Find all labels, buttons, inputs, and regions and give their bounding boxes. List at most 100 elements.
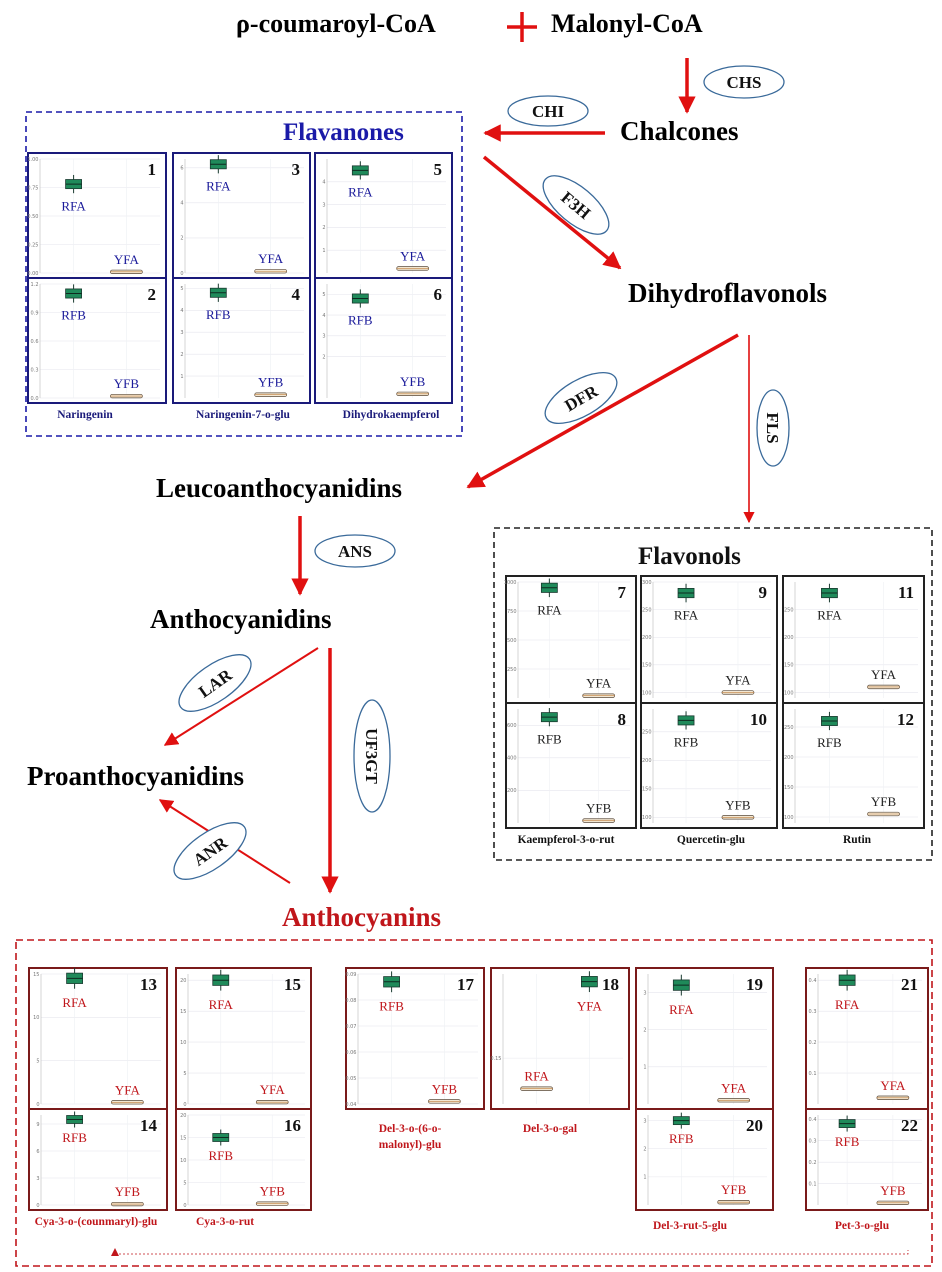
- panel-number: 8: [618, 710, 627, 729]
- sample-label-YFB: YFB: [260, 1184, 286, 1199]
- panel-frame: [175, 967, 312, 1110]
- compound-name-kaempferol-3-o-rut: Kaempferol-3-o-rut: [518, 834, 615, 846]
- sample-label-YFA: YFA: [725, 672, 751, 687]
- sample-label-RFB: RFB: [61, 308, 86, 323]
- panel-number: 2: [148, 285, 157, 304]
- sample-label-RFA: RFA: [835, 997, 860, 1012]
- y-tick-label: 500: [507, 638, 517, 644]
- y-tick-label: 100: [642, 815, 652, 821]
- y-tick-label: 5: [322, 292, 325, 298]
- y-tick-label: 9: [36, 1122, 39, 1128]
- y-tick-label: 20: [180, 1113, 186, 1119]
- enzyme-lar: LAR: [178, 654, 252, 712]
- panel-number: 17: [457, 975, 475, 994]
- sample-label-RFA: RFA: [348, 185, 373, 200]
- panel-number: 12: [897, 710, 914, 729]
- y-tick-label: 1: [643, 1065, 646, 1071]
- panel-frame: [314, 277, 453, 404]
- sample-label-YFB: YFB: [725, 797, 751, 812]
- compound-name-del-3-o-gal: Del-3-o-gal: [523, 1123, 577, 1135]
- y-tick-label: 0: [180, 271, 183, 277]
- y-tick-label: 0.08: [345, 998, 356, 1004]
- panel-number: 22: [901, 1116, 918, 1135]
- sample-label-RFA: RFA: [537, 602, 562, 617]
- compound-name-cya-coumaryl-glu: Cya-3-o-(counmaryl)-glu: [35, 1216, 158, 1228]
- y-tick-label: 4: [180, 201, 183, 207]
- y-tick-label: 0.06: [345, 1050, 356, 1056]
- svg-text:ANS: ANS: [338, 542, 372, 561]
- y-tick-label: 200: [784, 635, 794, 641]
- sample-label-RFB: RFB: [835, 1134, 860, 1149]
- sample-label-YFA: YFA: [880, 1078, 906, 1093]
- compound-name-del-malonyl-glu-line1: Del-3-o-(6-o-: [379, 1123, 442, 1135]
- y-tick-label: 2: [643, 1147, 646, 1153]
- y-tick-label: 2: [180, 352, 183, 358]
- y-tick-label: 0.4: [809, 1117, 817, 1123]
- svg-text:FLS: FLS: [763, 412, 782, 443]
- panel-frame: [28, 967, 168, 1110]
- panel-frame: [490, 967, 630, 1110]
- y-tick-label: 0.25: [27, 242, 38, 248]
- y-tick-label: 250: [784, 607, 794, 613]
- flavonols-title: Flavonols: [638, 543, 741, 570]
- panel-frame: [782, 575, 925, 704]
- y-tick-label: 250: [507, 667, 517, 673]
- node-anthocyanidins: Anthocyanidins: [150, 604, 332, 634]
- panel-frame: [505, 702, 637, 829]
- sample-label-YFA: YFA: [260, 1082, 286, 1097]
- sample-label-RFB: RFB: [348, 313, 373, 328]
- y-tick-label: 4: [180, 308, 183, 314]
- panel-frame: [27, 152, 167, 279]
- svg-text:CHS: CHS: [727, 73, 762, 92]
- y-tick-label: 0.4: [809, 978, 817, 984]
- sample-label-RFA: RFA: [206, 179, 231, 194]
- y-tick-label: 3: [643, 1118, 646, 1124]
- y-tick-label: 0.1: [809, 1071, 817, 1077]
- panel-number: 1: [148, 160, 157, 179]
- anthocyanins-return-line: [115, 1250, 909, 1255]
- panel-frame: [505, 575, 637, 704]
- panel-frame: [314, 152, 453, 279]
- panel-number: 13: [140, 975, 157, 994]
- y-tick-label: 400: [507, 756, 517, 762]
- panel-number: 15: [284, 975, 301, 994]
- y-tick-label: 0: [36, 1203, 39, 1209]
- sample-label-RFA: RFA: [62, 995, 87, 1010]
- y-tick-label: 100: [784, 690, 794, 696]
- panel-frame: [640, 702, 778, 829]
- sample-label-YFB: YFB: [880, 1183, 906, 1198]
- enzyme-ans: ANS: [314, 534, 396, 568]
- y-tick-label: 100: [642, 690, 652, 696]
- y-tick-label: 750: [507, 609, 517, 615]
- node-chalcones: Chalcones: [620, 116, 739, 146]
- y-tick-label: 0.09: [345, 972, 356, 978]
- y-tick-label: 3: [643, 990, 646, 996]
- y-tick-label: 250: [642, 730, 652, 736]
- panel-frame: [28, 1108, 168, 1211]
- plus-icon: [507, 12, 537, 42]
- sample-label-YFA: YFA: [577, 998, 603, 1013]
- sample-label-RFB: RFB: [669, 1131, 694, 1146]
- panel-frame: [172, 152, 311, 279]
- y-tick-label: 300: [642, 580, 652, 586]
- panel-number: 10: [750, 710, 767, 729]
- y-tick-label: 250: [642, 607, 652, 613]
- compound-name-cya-3-o-rut: Cya-3-o-rut: [196, 1216, 254, 1228]
- compound-name-quercetin-glu: Quercetin-glu: [677, 834, 746, 846]
- sample-label-RFA: RFA: [524, 1069, 549, 1084]
- panel-number: 9: [759, 583, 768, 602]
- sample-label-YFB: YFB: [721, 1182, 747, 1197]
- y-tick-label: 0.6: [31, 339, 39, 345]
- sample-label-RFA: RFA: [209, 997, 234, 1012]
- enzyme-dfr: DFR: [544, 371, 618, 425]
- panel-frame: [635, 967, 774, 1110]
